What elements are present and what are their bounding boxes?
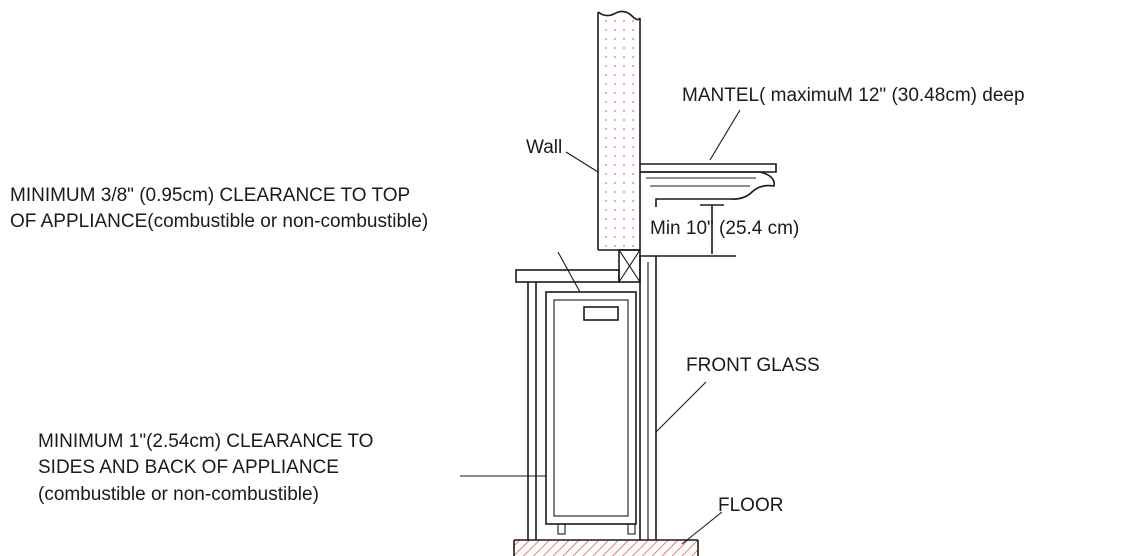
min-height-label: Min 10" (25.4 cm) — [650, 218, 799, 239]
side-clearance-label-line1: MINIMUM 1"(2.54cm) CLEARANCE TO — [38, 431, 373, 452]
wall — [597, 10, 641, 251]
side-clearance-label-line2: SIDES AND BACK OF APPLIANCE — [38, 457, 339, 478]
top-clearance-label-line1: MINIMUM 3/8" (0.95cm) CLEARANCE TO TOP — [10, 185, 410, 206]
mantel-label: MANTEL( maximuM 12" (30.48cm) deep — [682, 85, 1025, 106]
side-clearance-label-line3: (combustible or non-combustible) — [38, 484, 319, 505]
wall-label: Wall — [526, 137, 562, 158]
front-facing — [639, 255, 736, 540]
header-block — [618, 249, 641, 283]
floor-label: FLOOR — [718, 495, 783, 516]
min-height-dimension — [700, 204, 724, 254]
mantel — [640, 163, 777, 207]
floor — [513, 539, 699, 556]
leader-lines — [460, 109, 741, 545]
front-glass-label: FRONT GLASS — [686, 355, 820, 376]
appliance — [545, 291, 637, 535]
enclosure — [515, 269, 620, 540]
top-clearance-label-line2: OF APPLIANCE(combustible or non-combusti… — [10, 211, 428, 232]
